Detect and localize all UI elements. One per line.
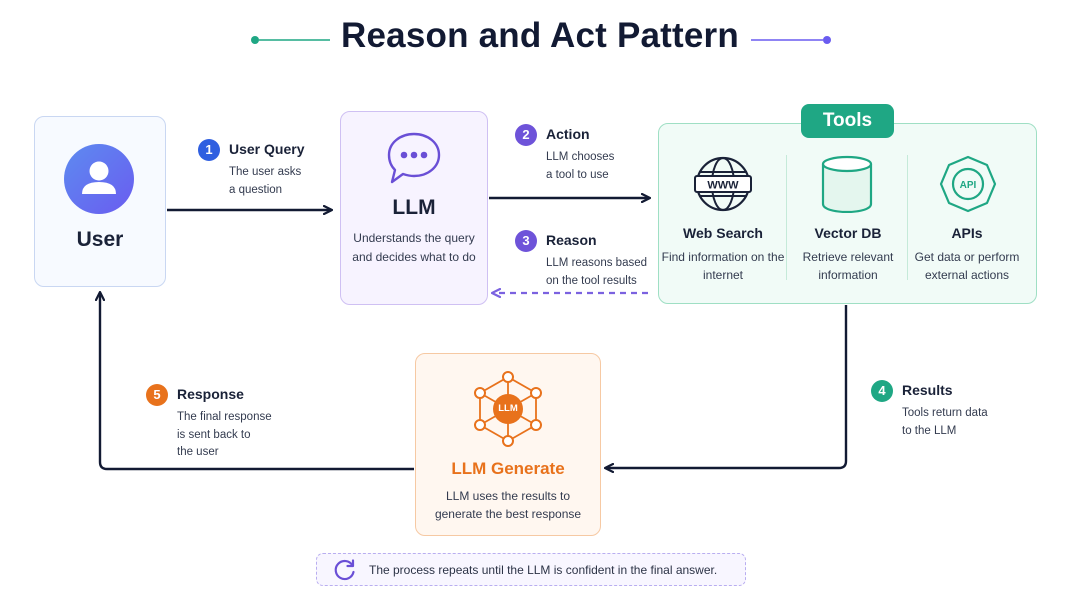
tool-divider (907, 155, 908, 280)
step-number: 1 (198, 139, 220, 161)
step-title: Response (177, 386, 244, 402)
tools-badge: Tools (801, 104, 894, 138)
step-description: The final response is sent back to the u… (177, 411, 272, 458)
step-description: LLM reasons based on the tool results (546, 257, 648, 287)
tool-divider (786, 155, 787, 280)
step-title: Reason (546, 232, 597, 248)
chat-bubble-icon (385, 130, 443, 186)
step-description: Tools return data to the LLM (902, 407, 988, 437)
step-number: 3 (515, 230, 537, 252)
title-right-decoration (751, 36, 831, 44)
llm-generate-label: LLM Generate (451, 459, 565, 478)
svg-text:WWW: WWW (707, 180, 739, 192)
network-hub-label: LLM (498, 403, 518, 414)
title-left-decoration (251, 36, 330, 44)
tool-desc-web-search: Find information on the internet (661, 250, 785, 282)
svg-text:API: API (960, 180, 977, 191)
footer-text: The process repeats until the LLM is con… (369, 563, 718, 577)
refresh-icon (332, 557, 358, 583)
network-hub-icon (472, 370, 544, 448)
database-cylinder-icon (820, 155, 874, 214)
footer-note (316, 553, 746, 586)
user-avatar-icon (64, 144, 134, 214)
llm-node (340, 111, 488, 305)
tool-name-apis: APIs (951, 225, 983, 241)
step-number: 2 (515, 124, 537, 146)
llm-description: Understands the query and decides what t… (352, 231, 476, 264)
tool-name-vector-db: Vector DB (814, 225, 882, 241)
step-description: LLM chooses a tool to use (546, 151, 615, 181)
arrow-generate-to-user (100, 293, 414, 471)
page-title: Reason and Act Pattern (341, 16, 739, 55)
step-title: Action (546, 126, 590, 142)
globe-www-icon: WWW (693, 155, 753, 213)
tool-name-web-search: Web Search (683, 225, 763, 241)
llm-label: LLM (392, 196, 436, 219)
llm-generate-description: LLM uses the results to generate the bes… (434, 489, 582, 521)
api-gear-icon: API (938, 154, 998, 214)
step-number: 5 (146, 384, 168, 406)
tool-desc-vector-db: Retrieve relevant information (802, 250, 894, 282)
step-title: Results (902, 382, 953, 398)
step-title: User Query (229, 141, 305, 157)
arrow-tools-to-generate (606, 305, 848, 468)
tool-desc-apis: Get data or perform external actions (914, 250, 1020, 282)
step-number: 4 (871, 380, 893, 402)
step-description: The user asks a question (229, 166, 302, 196)
user-label: User (76, 228, 124, 251)
